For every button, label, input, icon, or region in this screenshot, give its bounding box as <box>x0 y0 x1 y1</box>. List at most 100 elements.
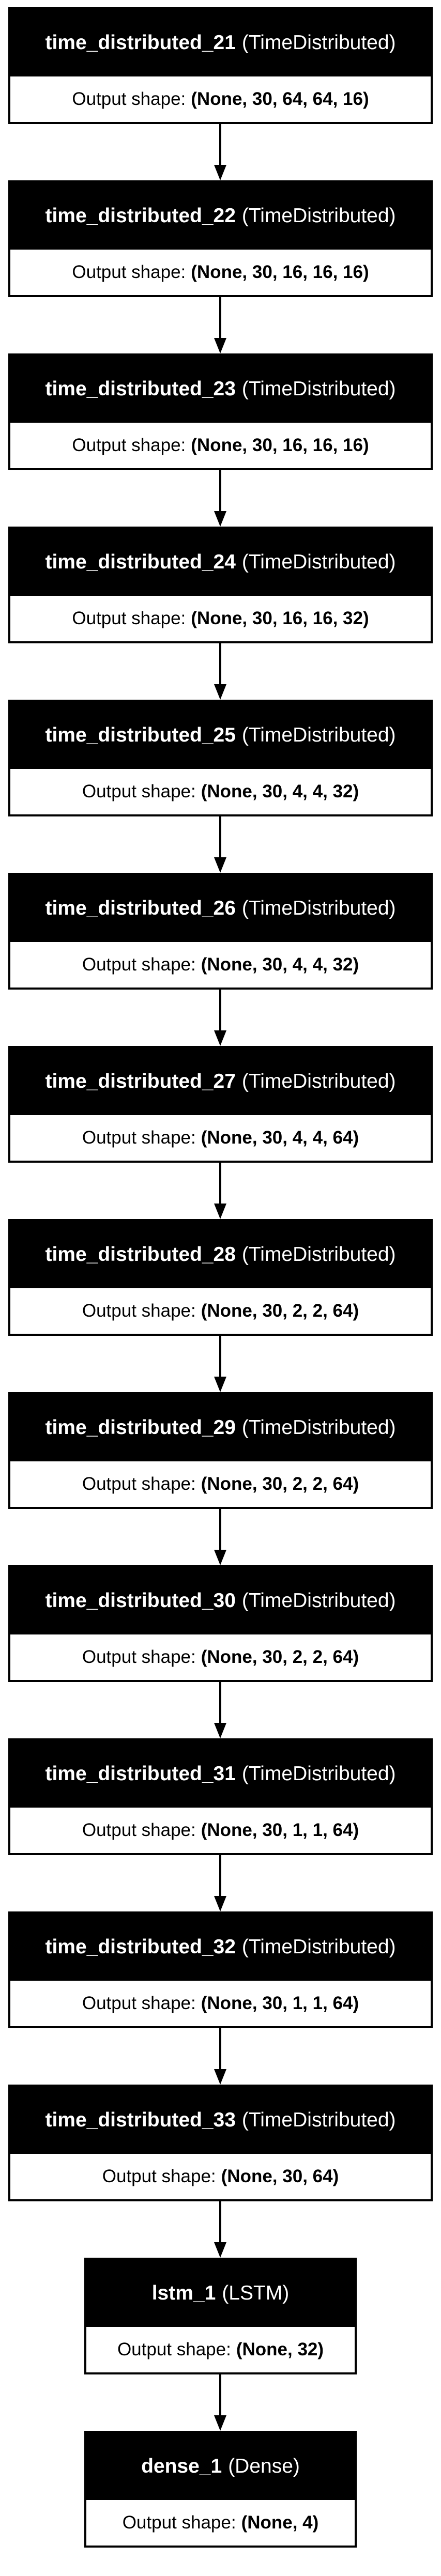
layer-name: time_distributed_28 <box>45 1243 236 1266</box>
layer-header: time_distributed_25(TimeDistributed) <box>10 702 431 769</box>
output-shape-label: Output shape: <box>82 1993 196 2013</box>
layer-type: (LSTM) <box>222 2282 290 2304</box>
layer-name: time_distributed_27 <box>45 1070 236 1092</box>
layer-type: (TimeDistributed) <box>241 1763 396 1785</box>
output-shape-value: (None, 30, 1, 1, 64) <box>201 1820 359 1840</box>
layer-header: time_distributed_33(TimeDistributed) <box>10 2087 431 2154</box>
layer-node: time_distributed_28(TimeDistributed)Outp… <box>8 1219 433 1336</box>
output-shape-label: Output shape: <box>117 2339 231 2359</box>
layer-type: (TimeDistributed) <box>241 1070 396 1092</box>
layer-header: lstm_1 (LSTM) <box>86 2260 355 2327</box>
layer-node: time_distributed_33(TimeDistributed)Outp… <box>8 2085 433 2201</box>
output-shape-label: Output shape: <box>72 89 186 109</box>
output-shape-label: Output shape: <box>72 262 186 282</box>
layer-node: time_distributed_32(TimeDistributed)Outp… <box>8 1911 433 2028</box>
layer-header: time_distributed_32(TimeDistributed) <box>10 1914 431 1981</box>
layer-name: time_distributed_30 <box>45 1590 236 1612</box>
layer-type: (TimeDistributed) <box>241 378 396 400</box>
arrowhead-icon <box>214 1723 226 1738</box>
layer-header: time_distributed_23(TimeDistributed) <box>10 356 431 423</box>
output-shape-value: (None, 30, 64, 64, 16) <box>191 89 369 109</box>
output-shape-value: (None, 30, 16, 16, 32) <box>191 608 369 628</box>
layer-name: time_distributed_26 <box>45 897 236 919</box>
arrowhead-icon <box>214 2415 226 2431</box>
layer-node: time_distributed_26(TimeDistributed)Outp… <box>8 873 433 990</box>
layer-node: time_distributed_29(TimeDistributed)Outp… <box>8 1392 433 1509</box>
layer-type: (Dense) <box>228 2455 300 2477</box>
layer-node: time_distributed_23(TimeDistributed)Outp… <box>8 353 433 470</box>
layer-name: time_distributed_31 <box>45 1763 236 1785</box>
layer-header: time_distributed_22(TimeDistributed) <box>10 182 431 250</box>
layer-output: Output shape:(None, 30, 64, 64, 16) <box>10 76 431 122</box>
layer-name: time_distributed_22 <box>45 205 236 227</box>
layer-node: time_distributed_21(TimeDistributed)Outp… <box>8 7 433 124</box>
arrowhead-icon <box>214 2242 226 2258</box>
output-shape-label: Output shape: <box>82 1820 196 1840</box>
output-shape-label: Output shape: <box>72 435 186 455</box>
layer-output: Output shape:(None, 32) <box>86 2327 355 2372</box>
layer-header: time_distributed_29(TimeDistributed) <box>10 1394 431 1461</box>
output-shape-label: Output shape: <box>82 954 196 975</box>
layer-node: time_distributed_31(TimeDistributed) Outp… <box>8 1738 433 1855</box>
output-shape-value: (None, 4) <box>241 2512 319 2533</box>
layer-header: time_distributed_21(TimeDistributed) <box>10 9 431 76</box>
layer-header: time_distributed_31(TimeDistributed) <box>10 1740 431 1808</box>
layer-type: (TimeDistributed) <box>241 724 396 746</box>
arrowhead-icon <box>214 1896 226 1911</box>
layer-node: dense_1 (Dense) Output shape:(None, 4) <box>84 2431 357 2548</box>
layer-header: time_distributed_28(TimeDistributed) <box>10 1221 431 1288</box>
layer-name: time_distributed_29 <box>45 1416 236 1439</box>
layer-name: time_distributed_24 <box>45 551 236 573</box>
layer-node: time_distributed_30(TimeDistributed)Outp… <box>8 1565 433 1682</box>
layer-node: time_distributed_25(TimeDistributed) Outp… <box>8 700 433 816</box>
output-shape-label: Output shape: <box>122 2512 236 2533</box>
layer-output: Output shape:(None, 30, 1, 1, 64) <box>10 1981 431 2026</box>
output-shape-value: (None, 30, 1, 1, 64) <box>201 1993 359 2013</box>
layer-output: Output shape:(None, 4) <box>86 2500 355 2546</box>
layer-header: time_distributed_30(TimeDistributed) <box>10 1567 431 1634</box>
output-shape-label: Output shape: <box>82 781 196 801</box>
layer-name: dense_1 <box>141 2455 222 2477</box>
output-shape-label: Output shape: <box>82 1474 196 1494</box>
layer-name: time_distributed_32 <box>45 1936 236 1958</box>
layer-header: time_distributed_26(TimeDistributed) <box>10 875 431 942</box>
arrowhead-icon <box>214 1204 226 1219</box>
arrowhead-icon <box>214 1550 226 1565</box>
output-shape-value: (None, 30, 4, 4, 64) <box>201 1128 359 1148</box>
output-shape-label: Output shape: <box>82 1301 196 1321</box>
output-shape-label: Output shape: <box>102 2166 216 2186</box>
layer-name: time_distributed_25 <box>45 724 236 746</box>
layer-type: (TimeDistributed) <box>241 205 396 227</box>
layer-node: time_distributed_27(TimeDistributed) Outp… <box>8 1046 433 1163</box>
layer-output: Output shape:(None, 30, 16, 16, 16) <box>10 250 431 295</box>
layer-output: Output shape:(None, 30, 4, 4, 32) <box>10 942 431 988</box>
arrowhead-icon <box>214 857 226 873</box>
arrowhead-icon <box>214 1377 226 1392</box>
output-shape-value: (None, 30, 16, 16, 16) <box>191 262 369 282</box>
output-shape-label: Output shape: <box>82 1647 196 1667</box>
layer-node: time_distributed_22(TimeDistributed)Outp… <box>8 180 433 297</box>
layer-name: time_distributed_23 <box>45 378 236 400</box>
output-shape-value: (None, 30, 4, 4, 32) <box>201 954 359 975</box>
arrowhead-icon <box>214 338 226 353</box>
layer-output: Output shape:(None, 30, 16, 16, 16) <box>10 423 431 468</box>
layer-name: time_distributed_33 <box>45 2109 236 2131</box>
layer-output: Output shape:(None, 30, 64) <box>10 2154 431 2199</box>
layer-type: (TimeDistributed) <box>241 1243 396 1266</box>
layer-output: Output shape:(None, 30, 2, 2, 64) <box>10 1634 431 1680</box>
output-shape-value: (None, 32) <box>236 2339 324 2359</box>
layer-output: Output shape:(None, 30, 16, 16, 32) <box>10 596 431 641</box>
output-shape-value: (None, 30, 64) <box>221 2166 339 2186</box>
layer-output: Output shape:(None, 30, 2, 2, 64) <box>10 1288 431 1334</box>
layer-type: (TimeDistributed) <box>241 32 396 54</box>
layer-name: time_distributed_21 <box>45 32 236 54</box>
layer-type: (TimeDistributed) <box>241 897 396 919</box>
layer-output: Output shape:(None, 30, 4, 4, 64) <box>10 1115 431 1161</box>
layer-header: time_distributed_24(TimeDistributed) <box>10 529 431 596</box>
layer-header: dense_1 (Dense) <box>86 2433 355 2500</box>
layer-output: Output shape:(None, 30, 2, 2, 64) <box>10 1461 431 1507</box>
layer-name: lstm_1 <box>151 2282 216 2304</box>
arrowhead-icon <box>214 1030 226 1046</box>
